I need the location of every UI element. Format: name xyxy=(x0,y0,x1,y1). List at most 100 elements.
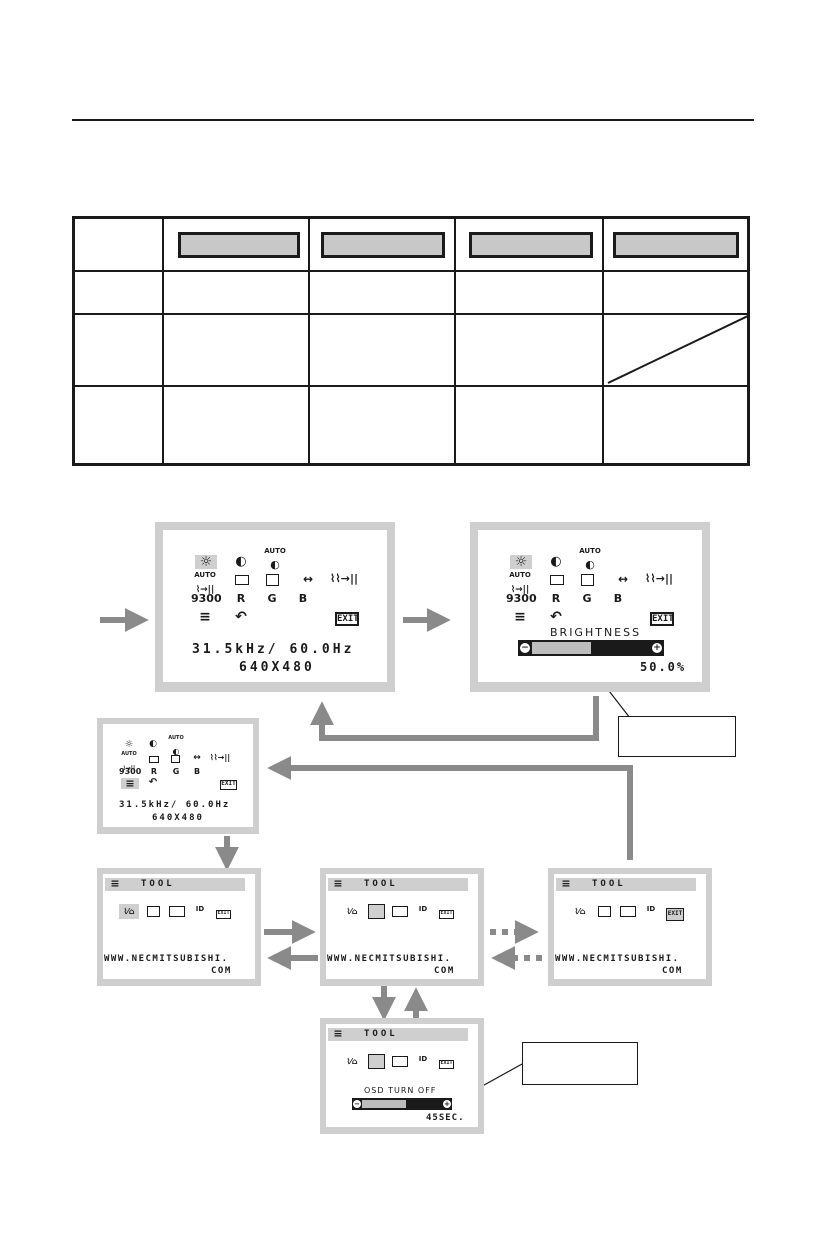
exit-icon[interactable]: EXIT xyxy=(439,910,454,919)
osd-main-screen: ☼ ◐ AUTO◐ AUTO⌇→|| ↔ ⌇⌇→|| 9300 R G B ≡ … xyxy=(155,522,395,692)
contrast-icon[interactable]: ◐ xyxy=(149,739,157,749)
left-right-icon[interactable] xyxy=(149,756,159,763)
exit-icon[interactable]: EXIT xyxy=(220,780,237,790)
increase-icon[interactable]: + xyxy=(443,1100,451,1108)
left-right-icon[interactable] xyxy=(235,575,249,585)
osd-brightness-screen: ☼ ◐ AUTO◐ AUTO⌇→|| ↔ ⌇⌇→|| 9300 R G B ≡ … xyxy=(470,522,710,692)
table-row-divider xyxy=(75,270,747,272)
contrast-icon[interactable]: ◐ xyxy=(235,554,247,569)
brightness-icon[interactable]: ☼ xyxy=(124,739,134,750)
down-up-icon[interactable] xyxy=(171,755,180,763)
blue-icon[interactable]: B xyxy=(298,592,308,605)
website-line1: WWW.NECMITSUBISHI. xyxy=(104,954,229,964)
h-size-icon[interactable]: ↔ xyxy=(193,753,201,763)
brightness-callout-box xyxy=(618,716,736,757)
auto-contrast-icon[interactable]: AUTO◐ xyxy=(264,547,286,571)
osd-position-icon[interactable] xyxy=(368,904,385,919)
osd-lock-icon[interactable] xyxy=(392,906,408,917)
table-row-divider xyxy=(75,385,747,387)
settings-table xyxy=(72,216,750,466)
osd-turn-off-value: 45SEC. xyxy=(426,1113,465,1123)
red-icon[interactable]: R xyxy=(150,767,158,776)
table-header-box-2 xyxy=(321,232,445,258)
osd-position-icon[interactable] xyxy=(368,1054,385,1069)
language-icon[interactable]: ⌇⁄⌂ xyxy=(346,907,358,916)
green-icon[interactable]: G xyxy=(582,592,592,605)
osd-lock-icon[interactable] xyxy=(620,906,636,917)
down-up-icon[interactable] xyxy=(581,574,594,586)
decrease-icon[interactable]: − xyxy=(520,643,530,653)
osd-position-icon[interactable] xyxy=(147,906,160,917)
contrast-icon[interactable]: ◐ xyxy=(550,554,562,569)
green-icon[interactable]: G xyxy=(172,767,180,776)
osd-lock-icon[interactable] xyxy=(169,906,185,917)
table-col-divider xyxy=(162,219,164,463)
brightness-slider-fill xyxy=(532,642,591,654)
exit-icon[interactable]: EXIT xyxy=(650,612,674,626)
website-line2: COM xyxy=(434,966,455,976)
down-up-icon[interactable] xyxy=(266,574,279,586)
signal-info-icon[interactable]: ID xyxy=(418,1055,428,1063)
osd-turn-off-slider[interactable]: − + xyxy=(352,1098,452,1110)
table-col-divider xyxy=(454,219,456,463)
brightness-slider[interactable]: − + xyxy=(518,640,664,656)
color-9300-icon[interactable]: 9300 xyxy=(506,592,537,605)
exit-icon[interactable]: EXIT xyxy=(335,612,359,626)
website-line2: COM xyxy=(211,966,232,976)
tool-icon[interactable]: ≡ xyxy=(514,609,526,625)
exit-icon[interactable]: EXIT xyxy=(439,1060,454,1069)
tool-icon: ≡ xyxy=(333,1027,343,1040)
auto-contrast-icon[interactable]: AUTO◐ xyxy=(168,735,184,756)
tool-icon[interactable]: ≡ xyxy=(199,609,211,625)
color-9300-icon[interactable]: 9300 xyxy=(191,592,222,605)
tool-icon[interactable]: ≡ xyxy=(121,778,139,789)
osd-main-screen-small: ☼ ◐ AUTO◐ AUTO⌇→|| ↔ ⌇⌇→|| 9300 R G B ≡ … xyxy=(97,718,259,834)
osd-turnoff-callout-box xyxy=(522,1042,638,1085)
factory-preset-icon[interactable]: ↶ xyxy=(148,777,158,788)
tool-icon: ≡ xyxy=(333,877,343,890)
exit-icon[interactable]: EXIT xyxy=(666,908,684,921)
auto-contrast-icon[interactable]: AUTO◐ xyxy=(579,547,601,571)
osd-tool-screen-1: ≡ TOOL ⌇⁄⌂ ID EXIT WWW.NECMITSUBISHI. CO… xyxy=(97,868,261,986)
brightness-icon[interactable]: ☼ xyxy=(510,555,532,569)
table-col-divider xyxy=(308,219,310,463)
resolution-readout: 640X480 xyxy=(152,813,204,823)
osd-lock-icon[interactable] xyxy=(392,1056,408,1067)
fine-icon[interactable]: ⌇⌇→|| xyxy=(645,572,673,585)
language-icon[interactable]: ⌇⁄⌂ xyxy=(119,904,139,919)
auto-adjust-icon[interactable]: AUTO⌇→|| xyxy=(509,571,531,595)
red-icon[interactable]: R xyxy=(551,592,561,605)
blue-icon[interactable]: B xyxy=(193,767,201,776)
tool-title-bar xyxy=(556,878,696,891)
blue-icon[interactable]: B xyxy=(613,592,623,605)
h-size-icon[interactable]: ↔ xyxy=(617,572,629,586)
tool-icon: ≡ xyxy=(561,877,571,890)
brightness-icon[interactable]: ☼ xyxy=(195,555,217,569)
signal-info-icon[interactable]: ID xyxy=(195,905,205,913)
signal-info-icon[interactable]: ID xyxy=(418,905,428,913)
top-rule xyxy=(72,119,754,121)
language-icon[interactable]: ⌇⁄⌂ xyxy=(346,1057,358,1066)
tool-icon: ≡ xyxy=(110,877,120,890)
red-icon[interactable]: R xyxy=(236,592,246,605)
fine-icon[interactable]: ⌇⌇→|| xyxy=(330,572,358,585)
decrease-icon[interactable]: − xyxy=(353,1100,361,1108)
fine-icon[interactable]: ⌇⌇→|| xyxy=(209,753,231,762)
tool-title: TOOL xyxy=(364,1029,398,1039)
tool-title-bar xyxy=(328,1028,468,1041)
osd-turn-off-slider-fill xyxy=(362,1100,406,1108)
increase-icon[interactable]: + xyxy=(652,643,662,653)
left-right-icon[interactable] xyxy=(550,575,564,585)
table-header-box-3 xyxy=(469,232,593,258)
exit-icon[interactable]: EXIT xyxy=(216,910,231,919)
color-9300-icon[interactable]: 9300 xyxy=(119,767,142,776)
h-size-icon[interactable]: ↔ xyxy=(302,572,314,586)
auto-adjust-icon[interactable]: AUTO⌇→|| xyxy=(194,571,216,595)
auto-adjust-icon[interactable]: AUTO⌇→|| xyxy=(121,751,137,772)
signal-info-icon[interactable]: ID xyxy=(646,905,656,913)
factory-preset-icon[interactable]: ↶ xyxy=(235,609,247,625)
green-icon[interactable]: G xyxy=(267,592,277,605)
factory-preset-icon[interactable]: ↶ xyxy=(550,609,562,625)
osd-position-icon[interactable] xyxy=(598,906,611,917)
language-icon[interactable]: ⌇⁄⌂ xyxy=(574,907,586,916)
